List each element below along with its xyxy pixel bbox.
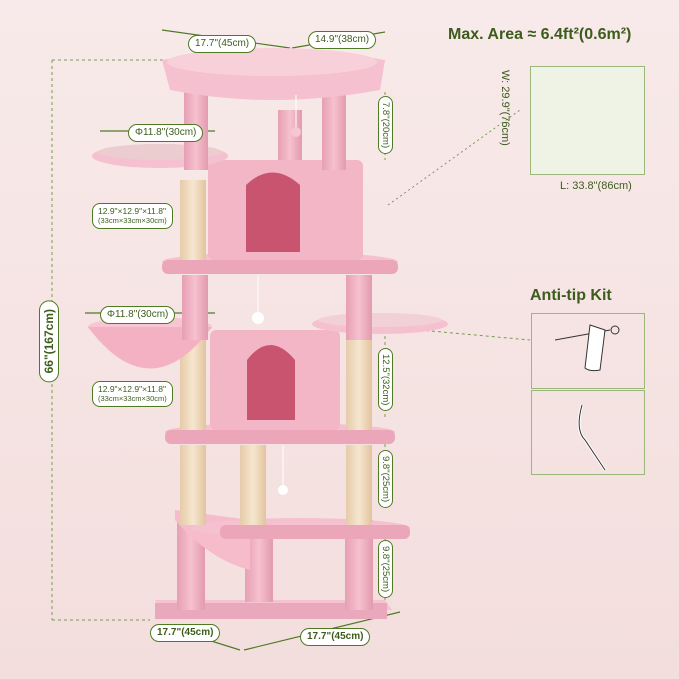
upper-platform-tag: Φ11.8"(30cm) [128,124,204,142]
max-area-label: Max. Area ≈ 6.4ft²(0.6m²) [448,26,632,43]
upper-condo-tag: 12.9"×12.9"×11.8" (33cm×33cm×30cm) [92,203,173,229]
top-width-tag: 17.7"(45cm) [188,35,257,53]
anti-tip-title: Anti-tip Kit [530,287,612,304]
top-gap-tag: 7.8"(20cm) [378,96,393,155]
anti-tip-strap-image [531,390,645,475]
total-height-tag: 66"(167cm) [39,300,59,383]
gap-bottom-tag: 9.8"(25cm) [378,540,393,599]
upper-condo-size-cm: (33cm×33cm×30cm) [98,216,167,225]
gap-middle-tag: 12.5"(32cm) [378,348,393,412]
lower-condo-size-cm: (33cm×33cm×30cm) [98,394,167,403]
base-left-tag: 17.7"(45cm) [150,624,221,642]
floor-area-diagram [530,66,645,175]
base-right-tag: 17.7"(45cm) [300,628,371,646]
gap-lower-tag: 9.8"(25cm) [378,450,393,509]
upper-condo-size: 12.9"×12.9"×11.8" [98,206,166,216]
lower-condo-tag: 12.9"×12.9"×11.8" (33cm×33cm×30cm) [92,381,173,407]
basket-tag: Φ11.8"(30cm) [100,306,176,324]
area-width-label: W: 29.9"(76cm) [499,70,511,146]
area-length-label: L: 33.8"(86cm) [560,180,632,192]
lower-condo-size: 12.9"×12.9"×11.8" [98,384,166,394]
anti-tip-screw-image [531,313,645,389]
top-depth-tag: 14.9"(38cm) [308,31,377,49]
